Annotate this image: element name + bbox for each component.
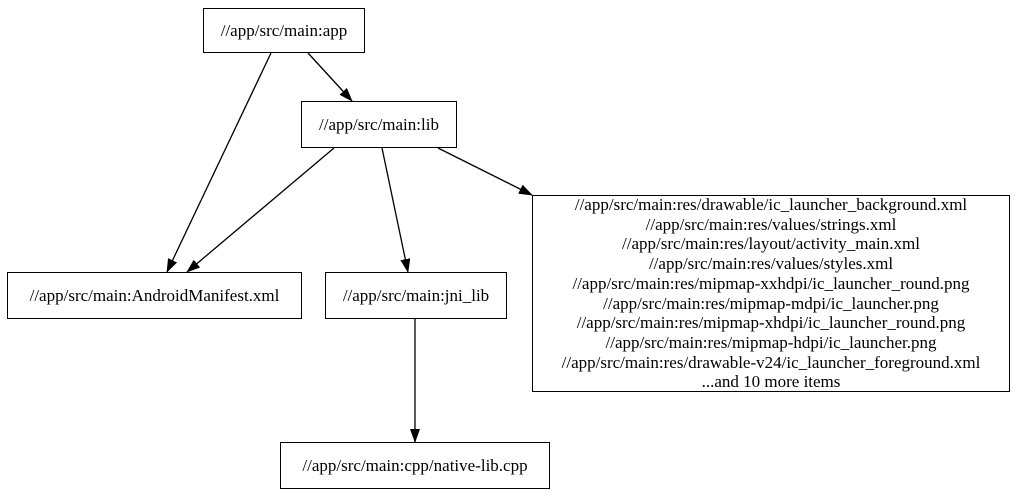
edge-app-to-lib bbox=[307, 52, 353, 102]
edge-lib-to-manifest bbox=[186, 147, 335, 273]
res-group-line: //app/src/main:res/mipmap-hdpi/ic_launch… bbox=[605, 332, 937, 352]
res-group-line: //app/src/main:res/mipmap-xhdpi/ic_launc… bbox=[576, 313, 966, 333]
node-app-label: //app/src/main:app bbox=[220, 20, 348, 40]
res-group-line: //app/src/main:res/drawable-v24/ic_launc… bbox=[561, 352, 981, 372]
node-android-manifest-label: //app/src/main:AndroidManifest.xml bbox=[29, 285, 280, 305]
node-android-manifest: //app/src/main:AndroidManifest.xml bbox=[7, 272, 302, 319]
edge-lib-to-res-group bbox=[437, 147, 533, 196]
res-group-line: //app/src/main:res/mipmap-mdpi/ic_launch… bbox=[603, 293, 939, 313]
edge-app-to-manifest bbox=[166, 52, 272, 273]
res-group-line: //app/src/main:res/layout/activity_main.… bbox=[622, 234, 920, 254]
res-group-line: //app/src/main:res/values/strings.xml bbox=[645, 214, 897, 234]
node-native-lib-cpp: //app/src/main:cpp/native-lib.cpp bbox=[280, 442, 550, 489]
node-lib: //app/src/main:lib bbox=[301, 101, 457, 148]
res-group-more-items: ...and 10 more items bbox=[701, 372, 841, 392]
node-app: //app/src/main:app bbox=[203, 8, 365, 53]
edge-lib-to-jni-lib bbox=[381, 147, 411, 273]
node-lib-label: //app/src/main:lib bbox=[319, 114, 439, 134]
node-jni-lib: //app/src/main:jni_lib bbox=[325, 272, 507, 319]
res-group-line: //app/src/main:res/values/styles.xml bbox=[648, 254, 894, 274]
node-jni-lib-label: //app/src/main:jni_lib bbox=[342, 285, 490, 305]
res-group-line: //app/src/main:res/mipmap-xxhdpi/ic_laun… bbox=[572, 273, 970, 293]
node-native-lib-cpp-label: //app/src/main:cpp/native-lib.cpp bbox=[302, 455, 528, 475]
res-group-line: //app/src/main:res/drawable/ic_launcher_… bbox=[574, 194, 968, 214]
node-res-group: //app/src/main:res/drawable/ic_launcher_… bbox=[532, 195, 1010, 392]
